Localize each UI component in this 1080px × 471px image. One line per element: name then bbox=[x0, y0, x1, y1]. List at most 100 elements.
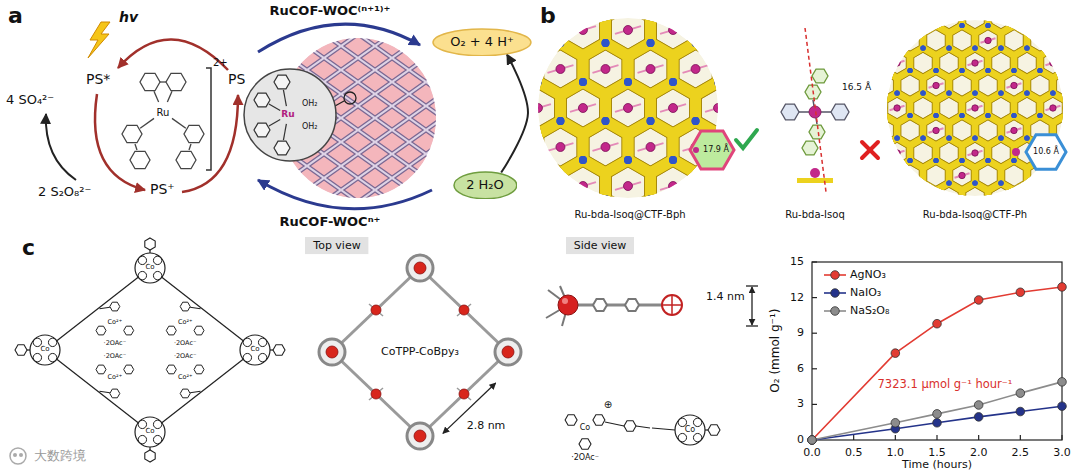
inset-circle bbox=[244, 69, 336, 161]
lattice-pore bbox=[497, 96, 525, 116]
bipyridine-ring bbox=[122, 125, 142, 142]
nitrogen-site bbox=[907, 68, 912, 73]
bond bbox=[140, 118, 154, 128]
cross-mark bbox=[862, 142, 878, 158]
rate-annotation: 7323.1 μmol g⁻¹ hour⁻¹ bbox=[878, 378, 1013, 391]
state-label: RuCOF-WOCⁿ⁺ bbox=[280, 215, 381, 229]
callout-line bbox=[335, 101, 344, 106]
nitrogen-site bbox=[1076, 135, 1080, 140]
nitrogen-site bbox=[647, 117, 655, 125]
legend-sample bbox=[823, 268, 847, 282]
nitrogen-site bbox=[647, 39, 655, 47]
pore-icon bbox=[690, 131, 734, 169]
catalyst-dot bbox=[946, 15, 952, 21]
nitrogen-site bbox=[985, 68, 990, 73]
nitrogen-site bbox=[959, 113, 964, 118]
catalyst-dot bbox=[894, 150, 900, 156]
porphyrin-ring bbox=[407, 423, 433, 449]
bipyridine-ring bbox=[180, 389, 190, 398]
legend-marker bbox=[831, 289, 840, 298]
catalyst-dot bbox=[972, 105, 978, 111]
nitrogen-site bbox=[868, 135, 873, 140]
nitrogen-site bbox=[534, 156, 542, 164]
axis-tick-label: 1.0 bbox=[887, 447, 905, 459]
catalyst-dot bbox=[972, 60, 978, 66]
nitrogen-site bbox=[602, 117, 610, 125]
legend-label: NaIO₃ bbox=[850, 287, 881, 299]
cycle-arrow bbox=[118, 39, 228, 70]
nitrogen-site bbox=[534, 78, 542, 86]
nitrogen-site bbox=[972, 45, 977, 50]
nitrogen-site bbox=[985, 113, 990, 118]
legend-sample bbox=[823, 304, 847, 318]
data-marker bbox=[891, 418, 900, 427]
bond bbox=[135, 144, 137, 150]
nitrogen-site bbox=[972, 135, 977, 140]
nitrogen-site bbox=[946, 135, 951, 140]
bipyridine-stick bbox=[369, 304, 383, 316]
legend-entry: AgNO₃ bbox=[823, 268, 886, 282]
bond bbox=[162, 359, 243, 423]
catalyst-dot bbox=[894, 105, 900, 111]
species-label: PS bbox=[228, 72, 245, 87]
nitrogen-site bbox=[1011, 158, 1016, 163]
nitrogen-site bbox=[1024, 90, 1029, 95]
nitrogen-site bbox=[933, 113, 938, 118]
pore-icon bbox=[1026, 135, 1066, 170]
counterion-label: ·2OAc⁻ bbox=[174, 353, 197, 360]
catalyst-stick bbox=[547, 65, 573, 73]
catalytic-arrow bbox=[258, 24, 420, 52]
bond bbox=[283, 90, 286, 106]
tick-mark bbox=[895, 435, 896, 440]
tag-background bbox=[566, 237, 635, 254]
catalyst-stick bbox=[705, 104, 731, 112]
nitrogen-site bbox=[669, 156, 677, 164]
tick-mark bbox=[812, 297, 817, 298]
phenyl-ring bbox=[145, 238, 155, 250]
nitrogen-site bbox=[998, 135, 1003, 140]
bipyridine-ring bbox=[274, 75, 290, 89]
bipyridine-ring bbox=[274, 141, 290, 155]
ru-bda-isoq-molecule bbox=[781, 69, 849, 183]
nitrogen-site bbox=[647, 117, 655, 125]
lattice-pore bbox=[429, 168, 457, 188]
bond bbox=[172, 118, 186, 128]
porphyrin-ring bbox=[240, 335, 270, 365]
species-label: 4 SO₄²⁻ bbox=[6, 93, 54, 107]
catalyst-stick bbox=[968, 106, 983, 111]
catalyst-dot bbox=[1011, 82, 1017, 88]
cof-network-structure bbox=[15, 238, 285, 462]
nitrogen-site bbox=[881, 113, 886, 118]
data-marker bbox=[808, 436, 817, 445]
catalyst-dot bbox=[669, 182, 678, 191]
bond bbox=[799, 111, 809, 113]
bipyridine-ring bbox=[565, 415, 577, 425]
lattice-pore bbox=[429, 192, 457, 212]
pyrrole-ring bbox=[243, 338, 251, 346]
nitrogen-site bbox=[998, 45, 1003, 50]
pyrrole-ring bbox=[693, 433, 701, 441]
nitrogen-site bbox=[1011, 113, 1016, 118]
framework bbox=[511, 0, 744, 212]
nitrogen-site bbox=[933, 23, 938, 28]
bond bbox=[190, 307, 200, 308]
catalyst-dot bbox=[533, 104, 542, 113]
nitrogen-site bbox=[959, 23, 964, 28]
counterion-label: ·2OAc⁻ bbox=[571, 454, 599, 463]
nitrogen-site bbox=[946, 180, 951, 185]
lattice-pore bbox=[378, 180, 406, 200]
nitrogen-site bbox=[894, 180, 899, 185]
reaction-arrow bbox=[46, 114, 76, 180]
lattice-pore bbox=[412, 12, 440, 32]
catalyst-dot bbox=[985, 37, 991, 43]
cobalt-atom bbox=[371, 305, 381, 315]
lattice-pore bbox=[242, 204, 270, 224]
nitrogen-site bbox=[579, 156, 587, 164]
bond bbox=[269, 104, 280, 111]
nitrogen-site bbox=[946, 90, 951, 95]
pyrrole-ring bbox=[138, 256, 146, 264]
charge-label: 2+ bbox=[213, 57, 228, 68]
nitrogen-site bbox=[881, 68, 886, 73]
isoquinoline-ring bbox=[802, 141, 818, 155]
